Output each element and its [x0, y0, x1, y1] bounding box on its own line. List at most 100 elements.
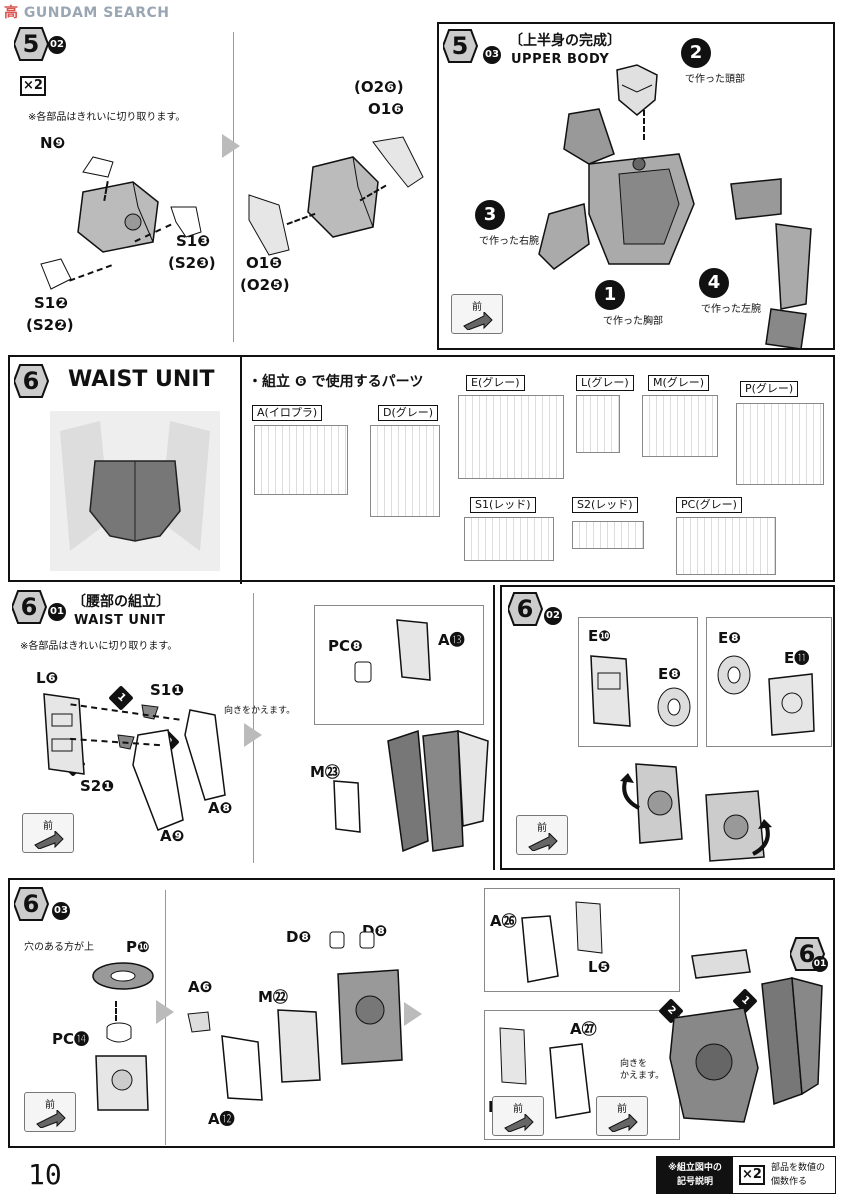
step6-title: WAIST UNIT: [68, 367, 215, 392]
armor-part-a12: [221, 1035, 263, 1101]
divider: [233, 32, 234, 342]
armor-plate-o1-5: [248, 194, 290, 256]
rotate-arrow-icon: [620, 773, 640, 810]
step-number-badge: 5: [12, 26, 58, 62]
step5-03-panel: 5 03 〔上半身の完成〕 UPPER BODY 2 で作った頭部 3 で作った…: [437, 22, 835, 350]
clip-part-s1-3: [170, 206, 202, 238]
skirt-armor-a9-illustration: [132, 729, 184, 831]
hip-joint-assembly-left: [635, 763, 683, 844]
step-number-badge: 5: [441, 28, 487, 64]
hip-joint-assembly-right: [705, 790, 765, 862]
front-view-button[interactable]: 前: [596, 1096, 648, 1136]
part-label-s1-3: S1❸: [176, 232, 210, 250]
ring-part-p10: [92, 962, 154, 990]
front-view-button[interactable]: 前: [492, 1096, 544, 1136]
part-label-l5: L❺: [588, 958, 611, 976]
disc-part-e8-right: [717, 655, 751, 695]
divider: [240, 357, 242, 584]
watermark: 高 GUNDAM SEARCH: [4, 2, 169, 22]
step6-02-panel: 6 02 E❿ E❽ E❽ E⓫ 前: [500, 585, 835, 870]
poly-cap-pc14: [106, 1022, 132, 1043]
cutting-note: ※各部品はきれいに切り取ります。: [28, 112, 186, 123]
front-view-button[interactable]: 前: [22, 813, 74, 853]
turn-note: 向きを かえます。: [620, 1059, 665, 1081]
front-view-button[interactable]: 前: [24, 1092, 76, 1132]
poly-cap-pc8: [354, 661, 372, 683]
armor-plate-o1-6: [372, 136, 424, 188]
runner-s1: [464, 517, 554, 561]
part-label-o1-6: O1❻: [368, 100, 404, 118]
part-label-e11: E⓫: [784, 649, 810, 667]
next-arrow: [156, 1000, 174, 1024]
bracket-part-m22: [277, 1009, 321, 1083]
step-sub-badge: 02: [48, 36, 66, 54]
runner-m: [642, 395, 718, 457]
runner-a: [254, 425, 348, 495]
hip-joint-frame-e11: [768, 673, 815, 736]
step-sub-badge: 02: [544, 607, 562, 625]
legend-description: 部品を数値の 個数作る: [771, 1163, 826, 1187]
front-skirt-ref-illustration: [761, 977, 823, 1106]
part-label-o2-5: (O2❺): [240, 276, 290, 294]
part-label-a26: A㉖: [490, 912, 517, 930]
frame-part-l4: [499, 1027, 527, 1085]
part-label-e8b: E❽: [718, 629, 741, 647]
step-title-en: UPPER BODY: [511, 52, 610, 67]
step-sub-badge: 01: [48, 603, 66, 621]
waist-core-base: [95, 1055, 149, 1111]
runner-label-p: P(グレー): [740, 381, 799, 397]
order-badge-1: 1: [108, 685, 134, 711]
part-label-m22: M㉒: [258, 988, 288, 1006]
runner-p: [736, 403, 824, 485]
detail-inset-right: [706, 617, 832, 747]
frame-part-l5: [575, 901, 603, 954]
front-view-button[interactable]: 前: [516, 815, 568, 855]
turn-note: 向きをかえます。: [224, 706, 296, 716]
left-arm-illustration: [730, 178, 812, 350]
disc-part-e8: [657, 687, 691, 727]
step-sub-badge: 03: [52, 902, 70, 920]
part-label-a9: A❾: [160, 827, 185, 845]
step-number-badge: 6: [506, 591, 552, 627]
step-title-jp: 〔腰部の組立〕: [72, 594, 170, 610]
hole-orientation-note: 穴のある方が上: [24, 942, 94, 953]
runner-s2: [572, 521, 644, 549]
part-label-pc14: PC⓮: [52, 1030, 90, 1048]
cutting-note: ※各部品はきれいに切り取ります。: [20, 641, 178, 652]
hip-joint-frame-e10: [590, 655, 631, 727]
front-view-button[interactable]: 前: [451, 294, 503, 334]
part-label-s2-1: S2❶: [80, 777, 114, 795]
ref-step-3-badge: 3: [475, 200, 505, 230]
runner-label-l: L(グレー): [576, 375, 634, 391]
part-label-s1-2: S1❷: [34, 294, 68, 312]
runner-label-d: D(グレー): [378, 405, 439, 421]
detail-inset: [314, 605, 484, 725]
next-arrow: [404, 1002, 422, 1026]
frame-part-a13: [396, 619, 431, 681]
part-label-p10: P❿: [126, 938, 150, 956]
ref-step-3-caption: で作った右腕: [479, 236, 539, 247]
runner-l: [576, 395, 620, 453]
waist-frame-l6-illustration: [43, 693, 85, 775]
part-label-s2-3: (S2❸): [168, 254, 216, 272]
step-number-badge: 6: [10, 589, 56, 625]
watermark-brand: GUNDAM: [23, 5, 98, 21]
upper-body-illustration: [538, 108, 695, 270]
armor-part-a26: [521, 915, 559, 983]
cap-parts-d8: [329, 931, 375, 949]
part-label-a12: A⓬: [208, 1110, 235, 1128]
part-label-m23: M㉓: [310, 763, 340, 781]
ref-step-4-badge: 4: [699, 268, 729, 298]
part-label-s1-1: S1❶: [150, 681, 184, 699]
head-illustration: [616, 64, 658, 116]
chest-cover-illustration: [691, 949, 751, 979]
legend-title: ※組立図中の 記号説明: [657, 1157, 733, 1193]
step6-panel: 6 WAIST UNIT ・組立 ❻ で使用するパーツ A(イロプラ) D(グレ…: [8, 355, 835, 584]
ref-step-2-badge: 2: [681, 38, 711, 68]
part-label-o2-6: (O2❻): [354, 78, 404, 96]
assembly-guide-line: [115, 1001, 117, 1021]
small-clip-part-n9: [82, 156, 114, 178]
runner-e: [458, 395, 564, 479]
legend-symbol: ×2: [739, 1165, 765, 1185]
clip-part-s1-2: [40, 258, 72, 290]
